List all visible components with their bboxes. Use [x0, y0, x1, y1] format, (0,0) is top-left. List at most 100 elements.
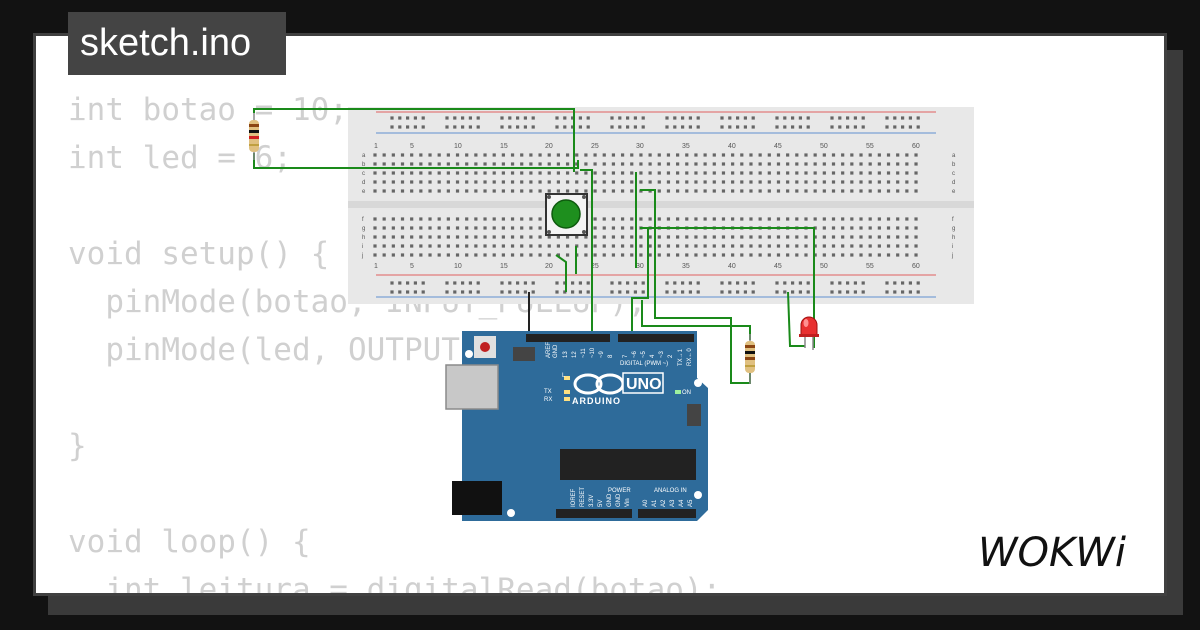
- breadboard-hole: [786, 153, 790, 157]
- file-tab[interactable]: sketch.ino: [68, 12, 286, 75]
- breadboard-hole: [696, 281, 700, 285]
- breadboard-hole: [749, 253, 753, 257]
- breadboard-hole: [593, 235, 597, 239]
- pin-label: IOREF: [571, 488, 577, 507]
- breadboard-hole: [749, 153, 753, 157]
- breadboard-hole: [822, 153, 826, 157]
- led-label-tx: TX: [544, 389, 552, 395]
- breadboard-hole: [676, 253, 680, 257]
- breadboard-hole: [455, 253, 460, 257]
- breadboard-hole: [476, 116, 480, 120]
- breadboard-hole: [886, 189, 891, 193]
- breadboard-hole: [838, 290, 842, 294]
- breadboard-hole: [685, 189, 689, 193]
- breadboard-hole: [437, 162, 441, 166]
- breadboard-hole: [437, 253, 441, 257]
- code-line: void loop() {: [68, 524, 311, 560]
- breadboard-hole: [885, 281, 889, 285]
- breadboard-hole: [547, 189, 551, 193]
- breadboard-hole: [861, 281, 865, 285]
- breadboard-hole: [795, 253, 799, 257]
- breadboard-hole: [373, 189, 377, 193]
- breadboard-hole: [676, 162, 680, 166]
- breadboard-hole: [593, 226, 597, 230]
- breadboard-hole: [721, 153, 726, 157]
- breadboard-hole: [767, 189, 771, 193]
- breadboard-hole: [547, 235, 551, 239]
- arduino-uno[interactable]: UNO ARDUINO DIGITAL (PWM ~) L TX RX ON P…: [445, 331, 708, 521]
- breadboard-hole: [758, 153, 762, 157]
- breadboard-hole: [465, 162, 469, 166]
- breadboard-hole: [516, 116, 520, 120]
- breadboard-hole: [868, 189, 872, 193]
- breadboard-hole: [896, 235, 900, 239]
- breadboard-hole: [538, 180, 542, 184]
- breadboard-hole: [877, 153, 881, 157]
- breadboard-hole: [859, 226, 863, 230]
- breadboard-hole: [758, 162, 762, 166]
- breadboard-hole: [868, 217, 872, 221]
- breadboard-hole: [657, 189, 661, 193]
- breadboard-hole: [630, 153, 634, 157]
- breadboard-hole: [712, 180, 716, 184]
- breadboard-hole: [813, 235, 817, 239]
- breadboard-hole: [391, 226, 395, 230]
- breadboard-hole: [428, 244, 432, 248]
- breadboard-hole: [688, 290, 692, 294]
- breadboard-hole: [633, 281, 637, 285]
- breadboard-hole: [556, 189, 560, 193]
- breadboard-hole: [520, 180, 524, 184]
- breadboard-hole: [681, 281, 685, 285]
- breadboard-hole: [676, 189, 680, 193]
- breadboard-hole: [648, 171, 652, 175]
- breadboard-hole: [575, 235, 579, 239]
- breadboard-hole: [391, 235, 395, 239]
- row-letter: a: [952, 153, 956, 159]
- breadboard-hole: [853, 290, 857, 294]
- breadboard-hole: [501, 153, 505, 157]
- breadboard-hole: [868, 153, 872, 157]
- pin-label: ~3: [659, 350, 665, 358]
- breadboard-hole: [611, 217, 616, 221]
- breadboard-hole: [850, 171, 854, 175]
- breadboard-hole: [410, 171, 414, 175]
- pin-label: GND: [607, 493, 613, 507]
- breadboard-hole: [813, 180, 817, 184]
- breadboard-hole: [529, 217, 533, 221]
- breadboard-hole: [914, 253, 918, 257]
- breadboard-hole: [520, 253, 524, 257]
- breadboard-hole: [685, 180, 689, 184]
- pushbutton[interactable]: [545, 193, 588, 236]
- breadboard-hole: [413, 281, 417, 285]
- resistor-top-left: [249, 113, 259, 160]
- breadboard-hole: [483, 171, 487, 175]
- breadboard-hole: [694, 244, 698, 248]
- breadboard-hole: [896, 226, 900, 230]
- breadboard-hole: [916, 116, 920, 120]
- breadboard-hole: [776, 162, 781, 166]
- breadboard-hole: [428, 253, 432, 257]
- pin-label: GND: [553, 344, 559, 358]
- breadboard-hole: [398, 125, 402, 129]
- breadboard-hole: [804, 153, 808, 157]
- breadboard-hole: [776, 171, 781, 175]
- breadboard-hole: [877, 171, 881, 175]
- wokwi-logo[interactable]: WOKWi: [978, 528, 1150, 576]
- breadboard-hole: [584, 244, 588, 248]
- breadboard-hole: [822, 226, 826, 230]
- breadboard-hole: [901, 281, 905, 285]
- row-letter: h: [952, 235, 955, 241]
- breadboard-hole: [501, 171, 505, 175]
- breadboard-hole: [743, 281, 747, 285]
- breadboard-hole: [743, 290, 747, 294]
- code-line: int led = 6;: [68, 140, 292, 176]
- breadboard-hole: [694, 153, 698, 157]
- breadboard-hole: [575, 189, 579, 193]
- breadboard-hole: [786, 189, 790, 193]
- column-number: 25: [591, 143, 599, 150]
- breadboard-hole: [731, 235, 735, 239]
- breadboard-hole: [791, 290, 795, 294]
- breadboard-hole: [602, 153, 606, 157]
- breadboard-hole: [571, 116, 575, 120]
- breadboard-hole: [813, 217, 817, 221]
